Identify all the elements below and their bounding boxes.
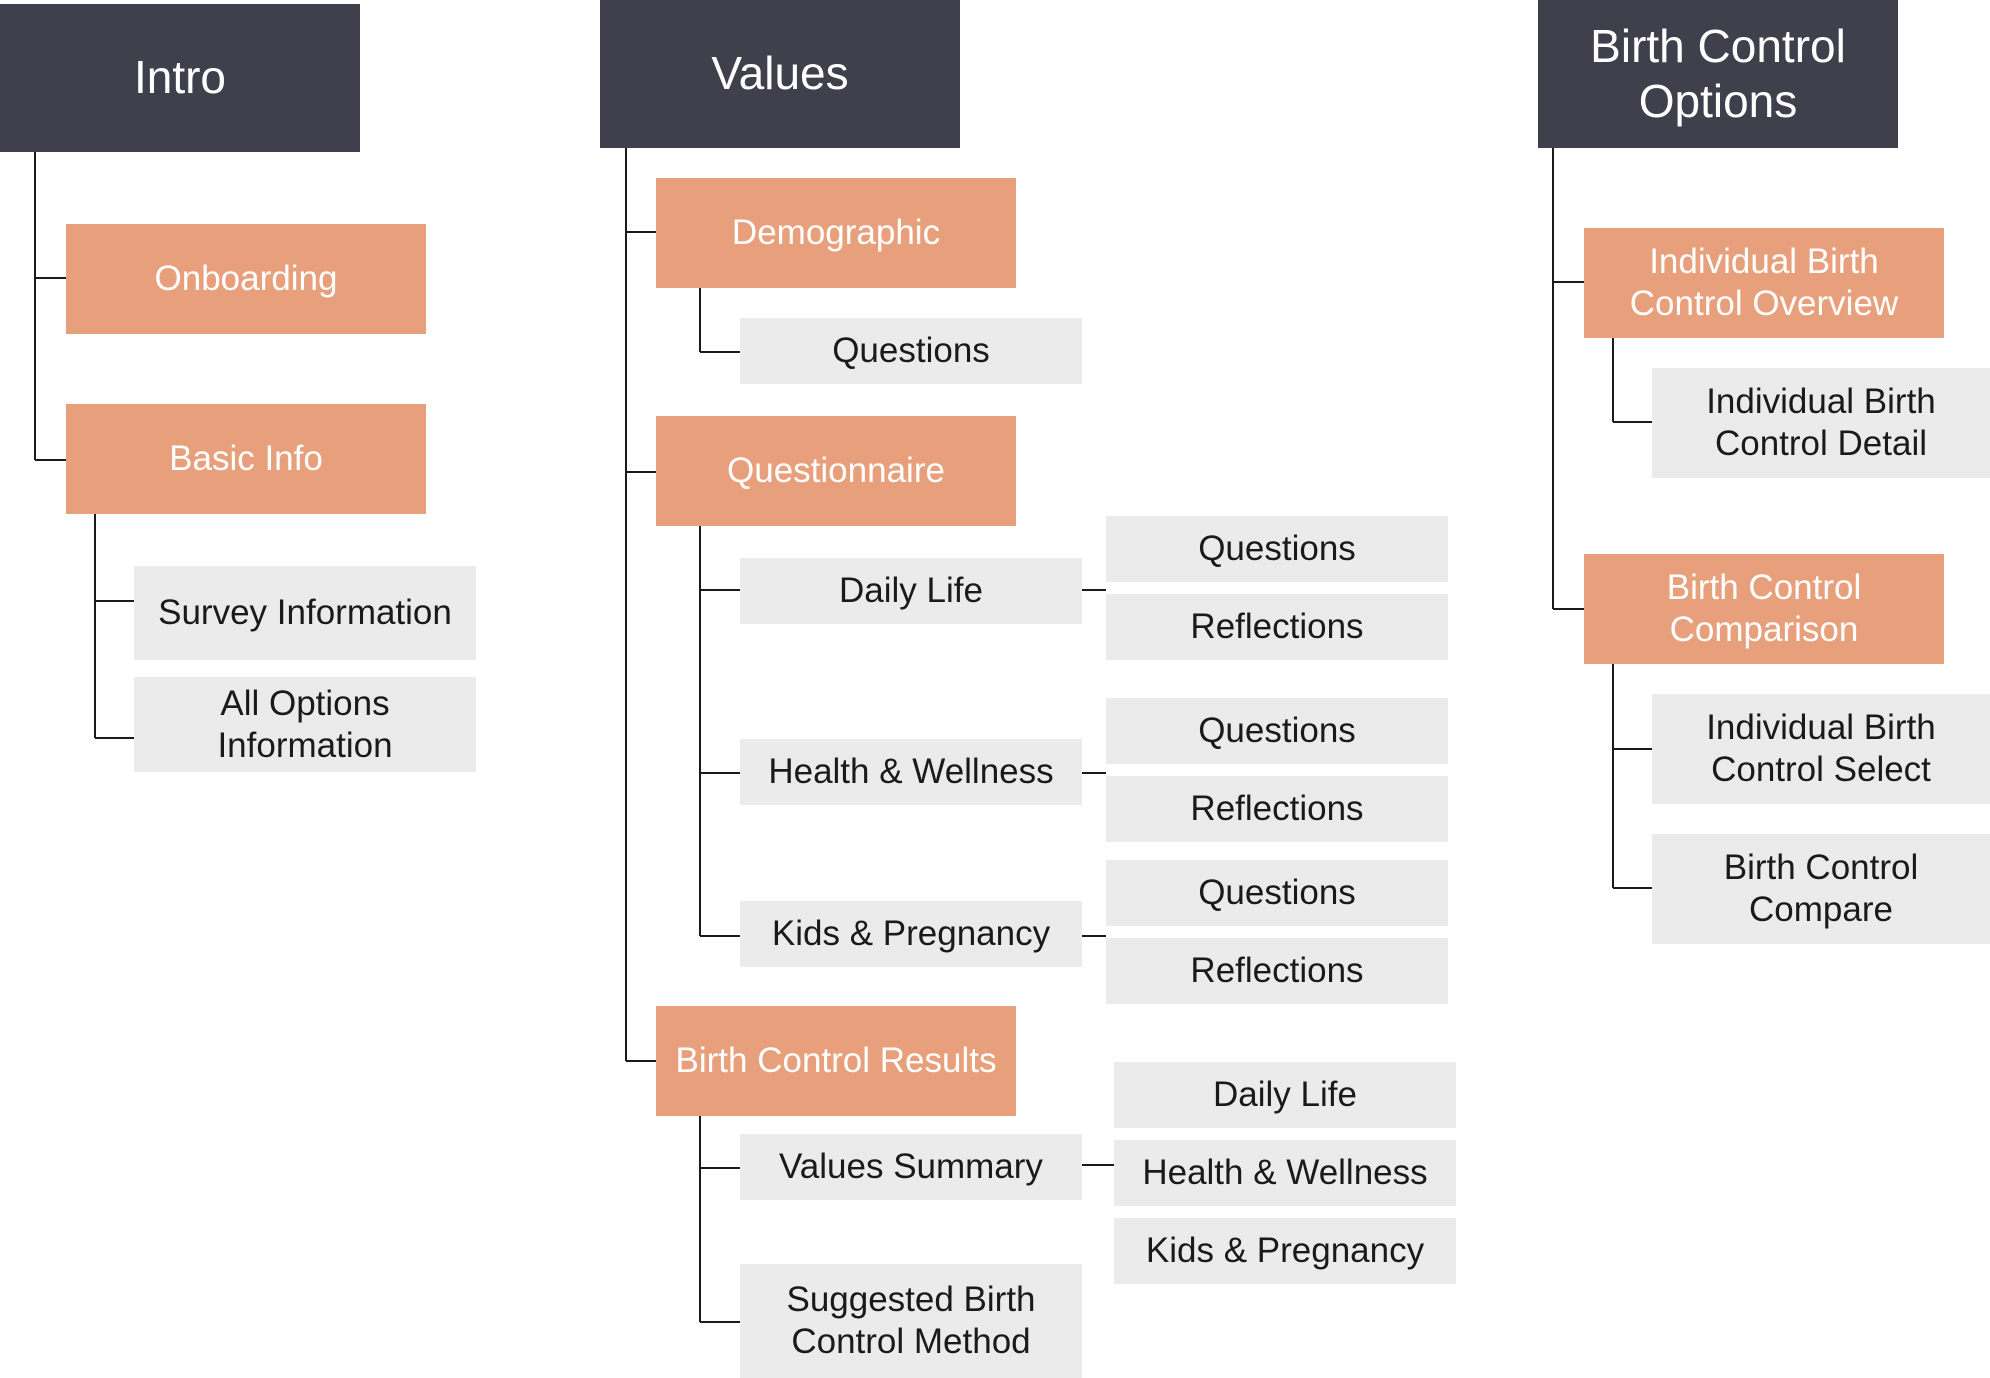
node-health-wellness-questions-label: Questions <box>1198 711 1356 750</box>
node-kids-pregnancy-questions[interactable]: Questions <box>1106 860 1448 926</box>
node-birth-control-results-label: Birth Control Results <box>675 1041 997 1080</box>
node-individual-overview-line1: Individual Birth <box>1649 242 1879 281</box>
node-kids-pregnancy[interactable]: Kids & Pregnancy <box>740 901 1082 967</box>
node-comparison[interactable]: Birth Control Comparison <box>1584 554 1944 664</box>
node-health-wellness-reflections[interactable]: Reflections <box>1106 776 1448 842</box>
node-demographic-questions-label: Questions <box>832 331 990 370</box>
node-survey-information-label: Survey Information <box>158 593 452 632</box>
node-comparison-line1: Birth Control <box>1666 568 1862 607</box>
node-individual-select-line2: Control Select <box>1711 750 1931 789</box>
node-health-wellness-reflections-label: Reflections <box>1190 789 1364 828</box>
node-kids-pregnancy-label: Kids & Pregnancy <box>771 914 1051 953</box>
node-individual-select[interactable]: Individual Birth Control Select <box>1652 694 1990 804</box>
node-summary-daily-life-label: Daily Life <box>1213 1075 1357 1114</box>
node-demographic[interactable]: Demographic <box>656 178 1016 288</box>
node-onboarding[interactable]: Onboarding <box>66 224 426 334</box>
node-summary-health-wellness-label: Health & Wellness <box>1142 1153 1428 1192</box>
node-individual-detail-line1: Individual Birth <box>1706 382 1936 421</box>
node-daily-life-label: Daily Life <box>839 571 983 610</box>
section-values-label: Values <box>711 47 849 100</box>
node-survey-information[interactable]: Survey Information <box>134 566 476 660</box>
section-birth-control-options-line1: Birth Control <box>1590 19 1846 72</box>
node-birth-control-results[interactable]: Birth Control Results <box>656 1006 1016 1116</box>
node-suggested-method-line1: Suggested Birth <box>786 1280 1036 1319</box>
node-health-wellness-label: Health & Wellness <box>768 752 1054 791</box>
node-daily-life-reflections-label: Reflections <box>1190 607 1364 646</box>
node-health-wellness-questions[interactable]: Questions <box>1106 698 1448 764</box>
node-compare[interactable]: Birth Control Compare <box>1652 834 1990 944</box>
section-intro-label: Intro <box>133 51 227 104</box>
node-demographic-questions[interactable]: Questions <box>740 318 1082 384</box>
section-values[interactable]: Values <box>600 0 960 148</box>
node-kids-pregnancy-reflections[interactable]: Reflections <box>1106 938 1448 1004</box>
node-onboarding-label: Onboarding <box>154 259 338 298</box>
node-all-options-information[interactable]: All Options Information <box>134 677 476 772</box>
node-questionnaire-label: Questionnaire <box>727 451 945 490</box>
node-questionnaire[interactable]: Questionnaire <box>656 416 1016 526</box>
node-summary-daily-life[interactable]: Daily Life <box>1114 1062 1456 1128</box>
node-all-options-information-line2: Information <box>217 725 393 765</box>
node-kids-pregnancy-reflections-label: Reflections <box>1190 951 1364 990</box>
node-compare-line2: Compare <box>1749 890 1893 929</box>
node-individual-select-line1: Individual Birth <box>1706 708 1936 747</box>
section-birth-control-options[interactable]: Birth Control Options <box>1538 0 1898 148</box>
node-comparison-line2: Comparison <box>1669 610 1859 649</box>
section-birth-control-options-line2: Options <box>1638 75 1798 127</box>
node-basic-info[interactable]: Basic Info <box>66 404 426 514</box>
node-all-options-information-line1: All Options <box>220 683 390 723</box>
node-summary-kids-pregnancy-label: Kids & Pregnancy <box>1145 1231 1425 1270</box>
node-individual-detail-line2: Control Detail <box>1714 424 1928 463</box>
section-intro[interactable]: Intro <box>0 4 360 152</box>
node-kids-pregnancy-questions-label: Questions <box>1198 873 1356 912</box>
node-summary-health-wellness[interactable]: Health & Wellness <box>1114 1140 1456 1206</box>
node-suggested-method-line2: Control Method <box>791 1322 1031 1361</box>
node-summary-kids-pregnancy[interactable]: Kids & Pregnancy <box>1114 1218 1456 1284</box>
node-daily-life[interactable]: Daily Life <box>740 558 1082 624</box>
node-demographic-label: Demographic <box>731 213 941 252</box>
node-suggested-method[interactable]: Suggested Birth Control Method <box>740 1264 1082 1378</box>
node-individual-overview[interactable]: Individual Birth Control Overview <box>1584 228 1944 338</box>
node-health-wellness[interactable]: Health & Wellness <box>740 739 1082 805</box>
node-values-summary[interactable]: Values Summary <box>740 1134 1082 1200</box>
node-daily-life-questions[interactable]: Questions <box>1106 516 1448 582</box>
node-compare-line1: Birth Control <box>1723 848 1919 887</box>
node-daily-life-reflections[interactable]: Reflections <box>1106 594 1448 660</box>
node-daily-life-questions-label: Questions <box>1198 529 1356 568</box>
node-individual-overview-line2: Control Overview <box>1629 284 1899 323</box>
node-basic-info-label: Basic Info <box>169 439 323 478</box>
node-values-summary-label: Values Summary <box>779 1147 1043 1186</box>
node-individual-detail[interactable]: Individual Birth Control Detail <box>1652 368 1990 478</box>
